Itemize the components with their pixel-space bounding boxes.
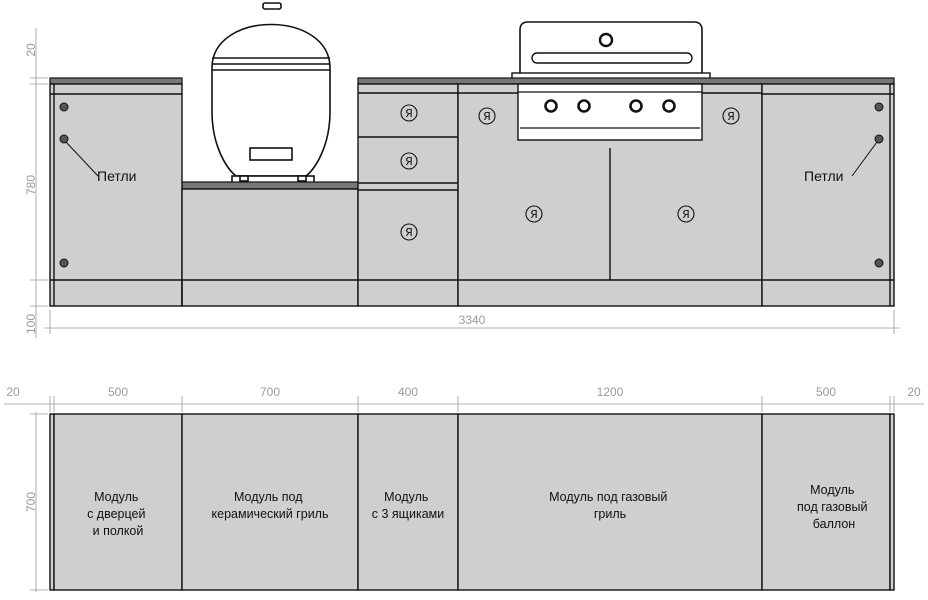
hinge-dot-icon xyxy=(59,102,884,268)
plan-module-1 xyxy=(53,413,183,591)
brand-badge-icon: Я xyxy=(677,205,695,223)
module-label-2: Модуль под керамический гриль xyxy=(212,490,329,521)
front-view: Я Я Я Я Я Я Я Петли Петли xyxy=(24,2,900,338)
svg-text:Я: Я xyxy=(530,208,538,221)
svg-text:Я: Я xyxy=(405,155,413,168)
dim-overhang-left: 20 xyxy=(6,385,20,399)
dim-height-780: 780 xyxy=(24,175,38,195)
dim-width-module-3: 400 xyxy=(398,385,418,399)
brand-badge-icon: Я xyxy=(525,205,543,223)
module-label-1: Модуль с дверцей и полкой xyxy=(87,490,149,538)
dim-overhang-right: 20 xyxy=(907,385,921,399)
brand-badge-icon: Я xyxy=(400,152,418,170)
door-panel-right xyxy=(761,83,895,307)
plan-module-2 xyxy=(181,413,359,591)
module-label-3: Модуль с 3 ящиками xyxy=(372,490,444,521)
brand-badge-icon: Я xyxy=(400,104,418,122)
dim-top-20: 20 xyxy=(24,43,38,57)
dim-depth-700: 700 xyxy=(24,492,38,512)
door-panel-left xyxy=(49,83,183,307)
plan-side-panel-right xyxy=(889,413,895,591)
svg-text:Я: Я xyxy=(682,208,690,221)
dim-plinth-100: 100 xyxy=(24,314,38,334)
burner-knob-4 xyxy=(662,99,676,113)
svg-text:Я: Я xyxy=(727,110,735,123)
dim-width-module-4: 1200 xyxy=(597,385,624,399)
burner-knob-3 xyxy=(629,99,643,113)
hinge-label-right: Петли xyxy=(804,168,843,184)
dim-total-width: 3340 xyxy=(459,313,486,327)
module-label-4: Модуль под газовый гриль xyxy=(549,490,671,521)
kamado-grill-icon xyxy=(211,2,331,184)
dim-width-module-5: 500 xyxy=(816,385,836,399)
brand-badge-icon: Я xyxy=(722,107,740,125)
brand-badge-icon: Я xyxy=(400,223,418,241)
svg-text:Я: Я xyxy=(405,107,413,120)
plan-module-3 xyxy=(357,413,459,591)
module-label-5: Модуль под газовый баллон xyxy=(797,483,871,531)
dim-width-module-1: 500 xyxy=(108,385,128,399)
plan-view: 20 20 500 700 400 1200 500 700 Модуль с … xyxy=(4,385,924,592)
gas-grill-control-panel xyxy=(517,83,703,141)
gas-grill-icon xyxy=(511,21,711,81)
dim-width-module-2: 700 xyxy=(260,385,280,399)
ceramic-grill-module-front xyxy=(181,188,359,307)
svg-text:Я: Я xyxy=(483,110,491,123)
burner-knob-1 xyxy=(544,99,558,113)
svg-text:Я: Я xyxy=(405,226,413,239)
plan-module-4 xyxy=(457,413,763,591)
brand-badge-icon: Я xyxy=(478,107,496,125)
plan-module-5 xyxy=(761,413,891,591)
burner-knob-2 xyxy=(577,99,591,113)
brand-badges: Я Я Я Я Я Я Я xyxy=(400,104,740,241)
hinge-label-left: Петли xyxy=(97,168,136,184)
